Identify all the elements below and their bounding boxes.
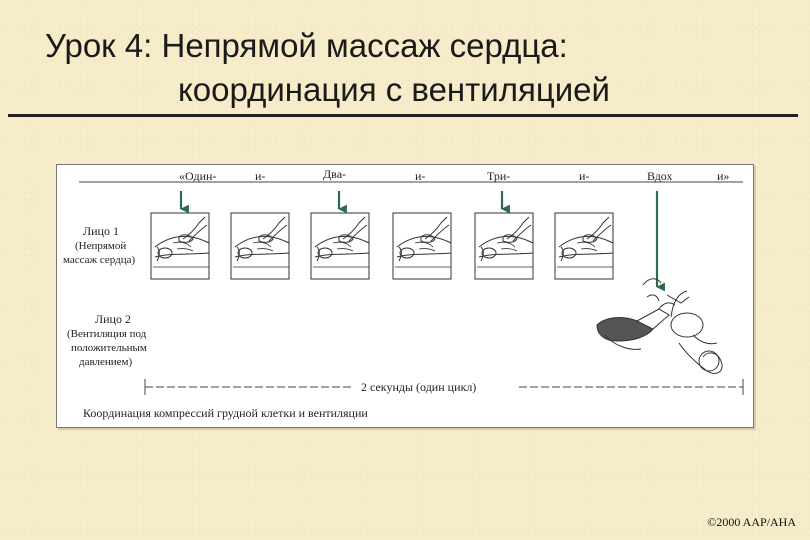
person2-role-line3: давлением) <box>79 356 133 368</box>
person1-role-line2: массаж сердца) <box>63 254 136 266</box>
count-word-8: и» <box>717 169 729 183</box>
compression-image-4 <box>392 212 452 280</box>
title-line-2: координация с вентиляцией <box>178 71 610 108</box>
count-word-7: Вдох <box>647 169 673 183</box>
compression-image-6 <box>554 212 614 280</box>
person2-role-line2: положительным <box>71 342 147 354</box>
person1-name: Лицо 1 <box>83 224 119 238</box>
count-word-6: и- <box>579 169 589 183</box>
person2-role-line1: (Вентиляция под <box>67 328 147 340</box>
compression-image-1 <box>150 212 210 280</box>
count-word-5: Три- <box>487 169 510 183</box>
diagram-canvas: «Один- и- Два- и- Три- и- Вдох и» Лицо 1… <box>63 167 744 420</box>
compression-image-2 <box>230 212 290 280</box>
ventilation-image <box>596 278 723 374</box>
count-word-2: и- <box>255 169 265 183</box>
diagram-caption: Координация компрессий грудной клетки и … <box>83 406 368 420</box>
title-line-1: Урок 4: Непрямой массаж сердца: <box>45 27 568 64</box>
person2-name: Лицо 2 <box>95 312 131 326</box>
compression-image-3 <box>310 212 370 280</box>
count-word-3: Два- <box>323 167 346 181</box>
cycle-label: 2 секунды (один цикл) <box>361 380 476 394</box>
title-underline <box>8 114 798 117</box>
count-word-1: «Один- <box>179 169 216 183</box>
compression-image-5 <box>474 212 534 280</box>
copyright-notice: ©2000 AAP/AHA <box>707 515 796 529</box>
coordination-diagram: «Один- и- Два- и- Три- и- Вдох и» Лицо 1… <box>56 164 754 428</box>
person1-role-line1: (Непрямой <box>75 240 126 252</box>
count-word-4: и- <box>415 169 425 183</box>
